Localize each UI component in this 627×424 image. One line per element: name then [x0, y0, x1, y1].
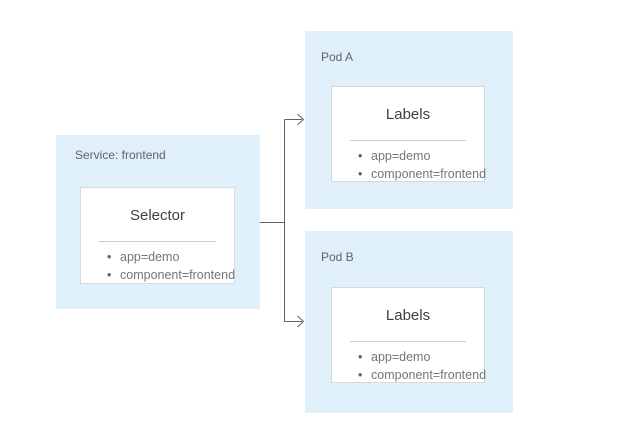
- arrow-to-pod-b-head: [297, 315, 305, 328]
- selector-card-divider: [99, 241, 216, 242]
- service-box: Service: frontend Selector app=demo comp…: [56, 135, 260, 309]
- pod-b-label-item: app=demo: [358, 349, 478, 367]
- pod-b-card-title: Labels: [385, 307, 431, 324]
- selector-card-title: Selector: [129, 207, 186, 224]
- service-box-label: Service: frontend: [75, 148, 166, 162]
- selector-card-items: app=demo component=frontend: [107, 249, 235, 285]
- selector-item: component=frontend: [107, 267, 235, 285]
- pod-a-card-title: Labels: [385, 106, 431, 123]
- selector-item: app=demo: [107, 249, 228, 267]
- pod-b-box: Pod B Labels app=demo component=frontend: [305, 231, 513, 413]
- pod-a-card-items: app=demo component=frontend: [358, 148, 486, 184]
- pod-b-labels-card: Labels app=demo component=frontend: [331, 287, 486, 385]
- arrow-to-pod-a-head: [297, 113, 305, 126]
- pod-b-card-items: app=demo component=frontend: [358, 349, 486, 385]
- pod-a-label-item: component=frontend: [358, 166, 486, 184]
- pod-a-label-item: app=demo: [358, 148, 478, 166]
- pod-b-box-label: Pod B: [321, 250, 354, 264]
- pod-b-label-item: component=frontend: [358, 367, 486, 385]
- pod-a-labels-card: Labels app=demo component=frontend: [331, 86, 486, 184]
- pod-a-box: Pod A Labels app=demo component=frontend: [305, 31, 513, 209]
- pod-a-card-divider: [350, 140, 466, 141]
- pod-b-card-divider: [350, 341, 466, 342]
- service-selector-card: Selector app=demo component=frontend: [80, 187, 235, 284]
- pod-a-box-label: Pod A: [321, 50, 354, 64]
